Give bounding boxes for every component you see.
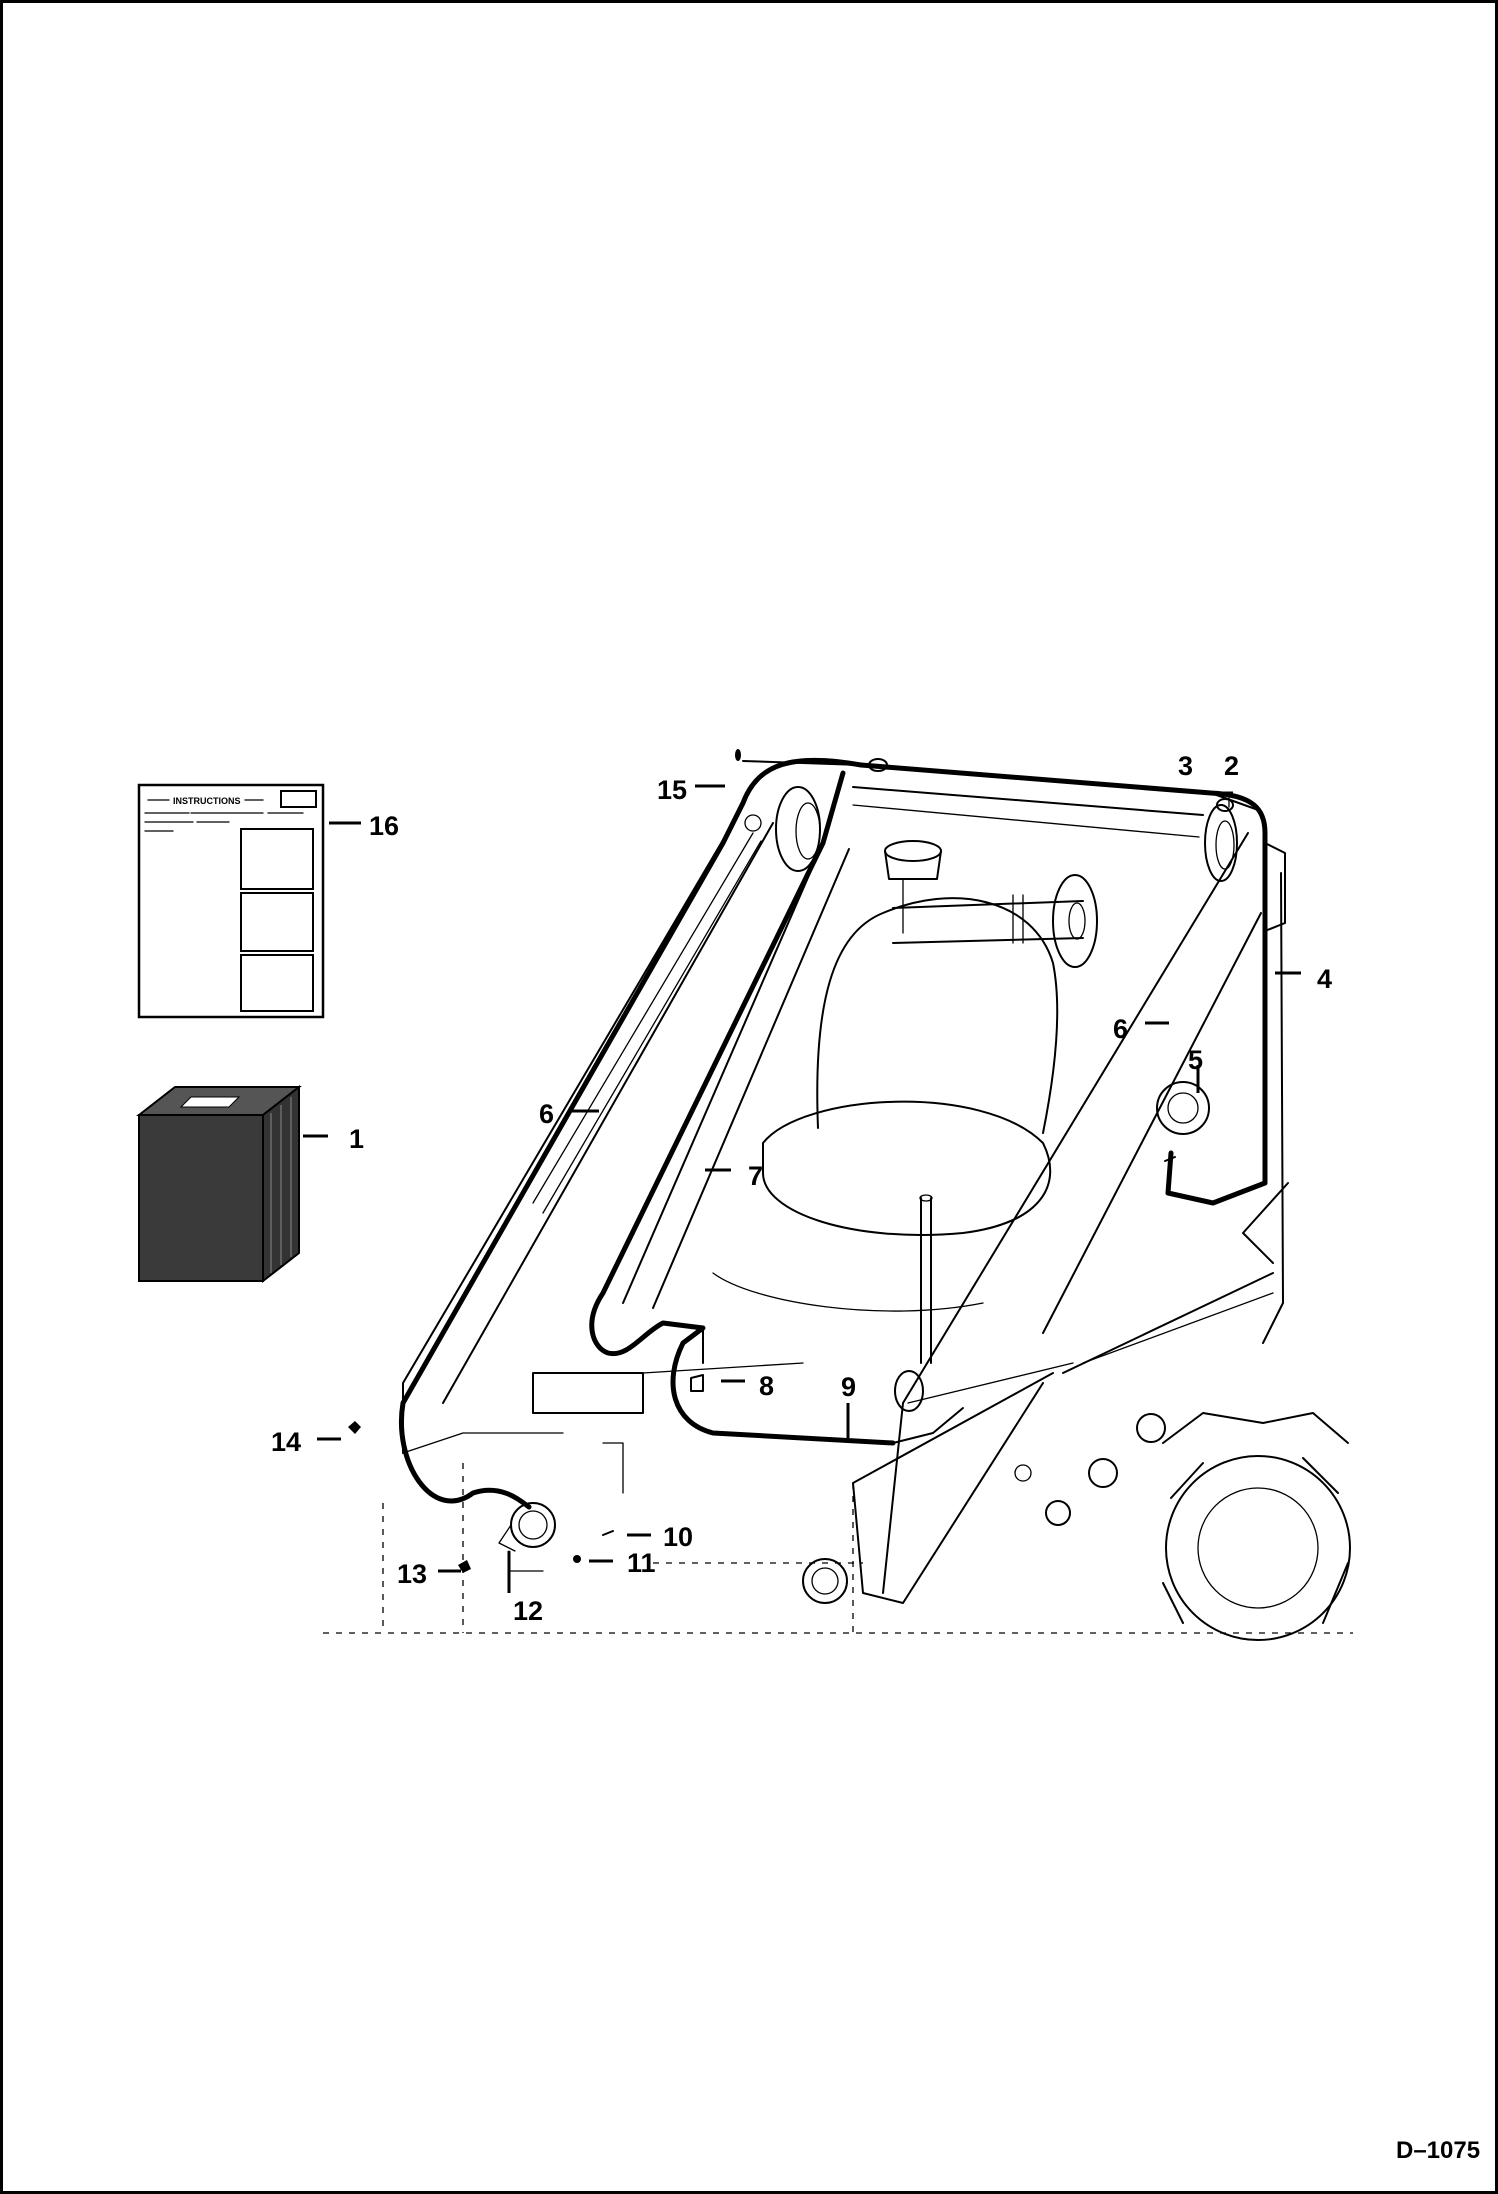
decal-heading: INSTRUCTIONS [173, 796, 241, 806]
part-2-clip [868, 758, 888, 772]
instruction-decal: INSTRUCTIONS [137, 783, 325, 1019]
callout-8: 8 [759, 1371, 774, 1401]
callout-10: 10 [663, 1522, 693, 1552]
callout-5: 5 [1188, 1045, 1203, 1075]
callout-6-left: 6 [539, 1099, 554, 1129]
wiring-harness [399, 757, 1268, 1510]
callout-9: 9 [841, 1372, 856, 1402]
callout-12: 12 [513, 1596, 543, 1626]
callout-7: 7 [748, 1161, 763, 1191]
small-hardware [348, 749, 1234, 1573]
part-10-screw [602, 1530, 614, 1536]
callout-15: 15 [657, 775, 687, 805]
callout-6-right: 6 [1113, 1014, 1128, 1044]
part-11-washer [573, 1555, 581, 1563]
part-13-nut [458, 1560, 471, 1573]
callout-14: 14 [271, 1427, 301, 1457]
part-8-clamp [690, 1374, 704, 1392]
callout-2: 2 [1224, 751, 1239, 781]
callout-16: 16 [369, 811, 399, 841]
exploded-view-diagram: INSTRUCTIONS [136, 749, 1480, 2164]
callout-leaders [303, 784, 1301, 1593]
part-14-nut [348, 1421, 361, 1434]
callout-13: 13 [397, 1559, 427, 1589]
part-3-clip [1216, 798, 1234, 812]
callout-1: 1 [349, 1124, 364, 1154]
callout-3: 3 [1178, 751, 1193, 781]
part-15-grommet [735, 749, 741, 761]
callout-4: 4 [1317, 964, 1332, 994]
parts-box [136, 1084, 302, 1284]
callout-labels: 1 2 3 4 5 6 6 7 8 9 10 11 12 13 14 15 16 [271, 751, 1332, 1626]
figure-id: D–1075 [1396, 2137, 1480, 2164]
callout-11: 11 [627, 1548, 656, 1578]
